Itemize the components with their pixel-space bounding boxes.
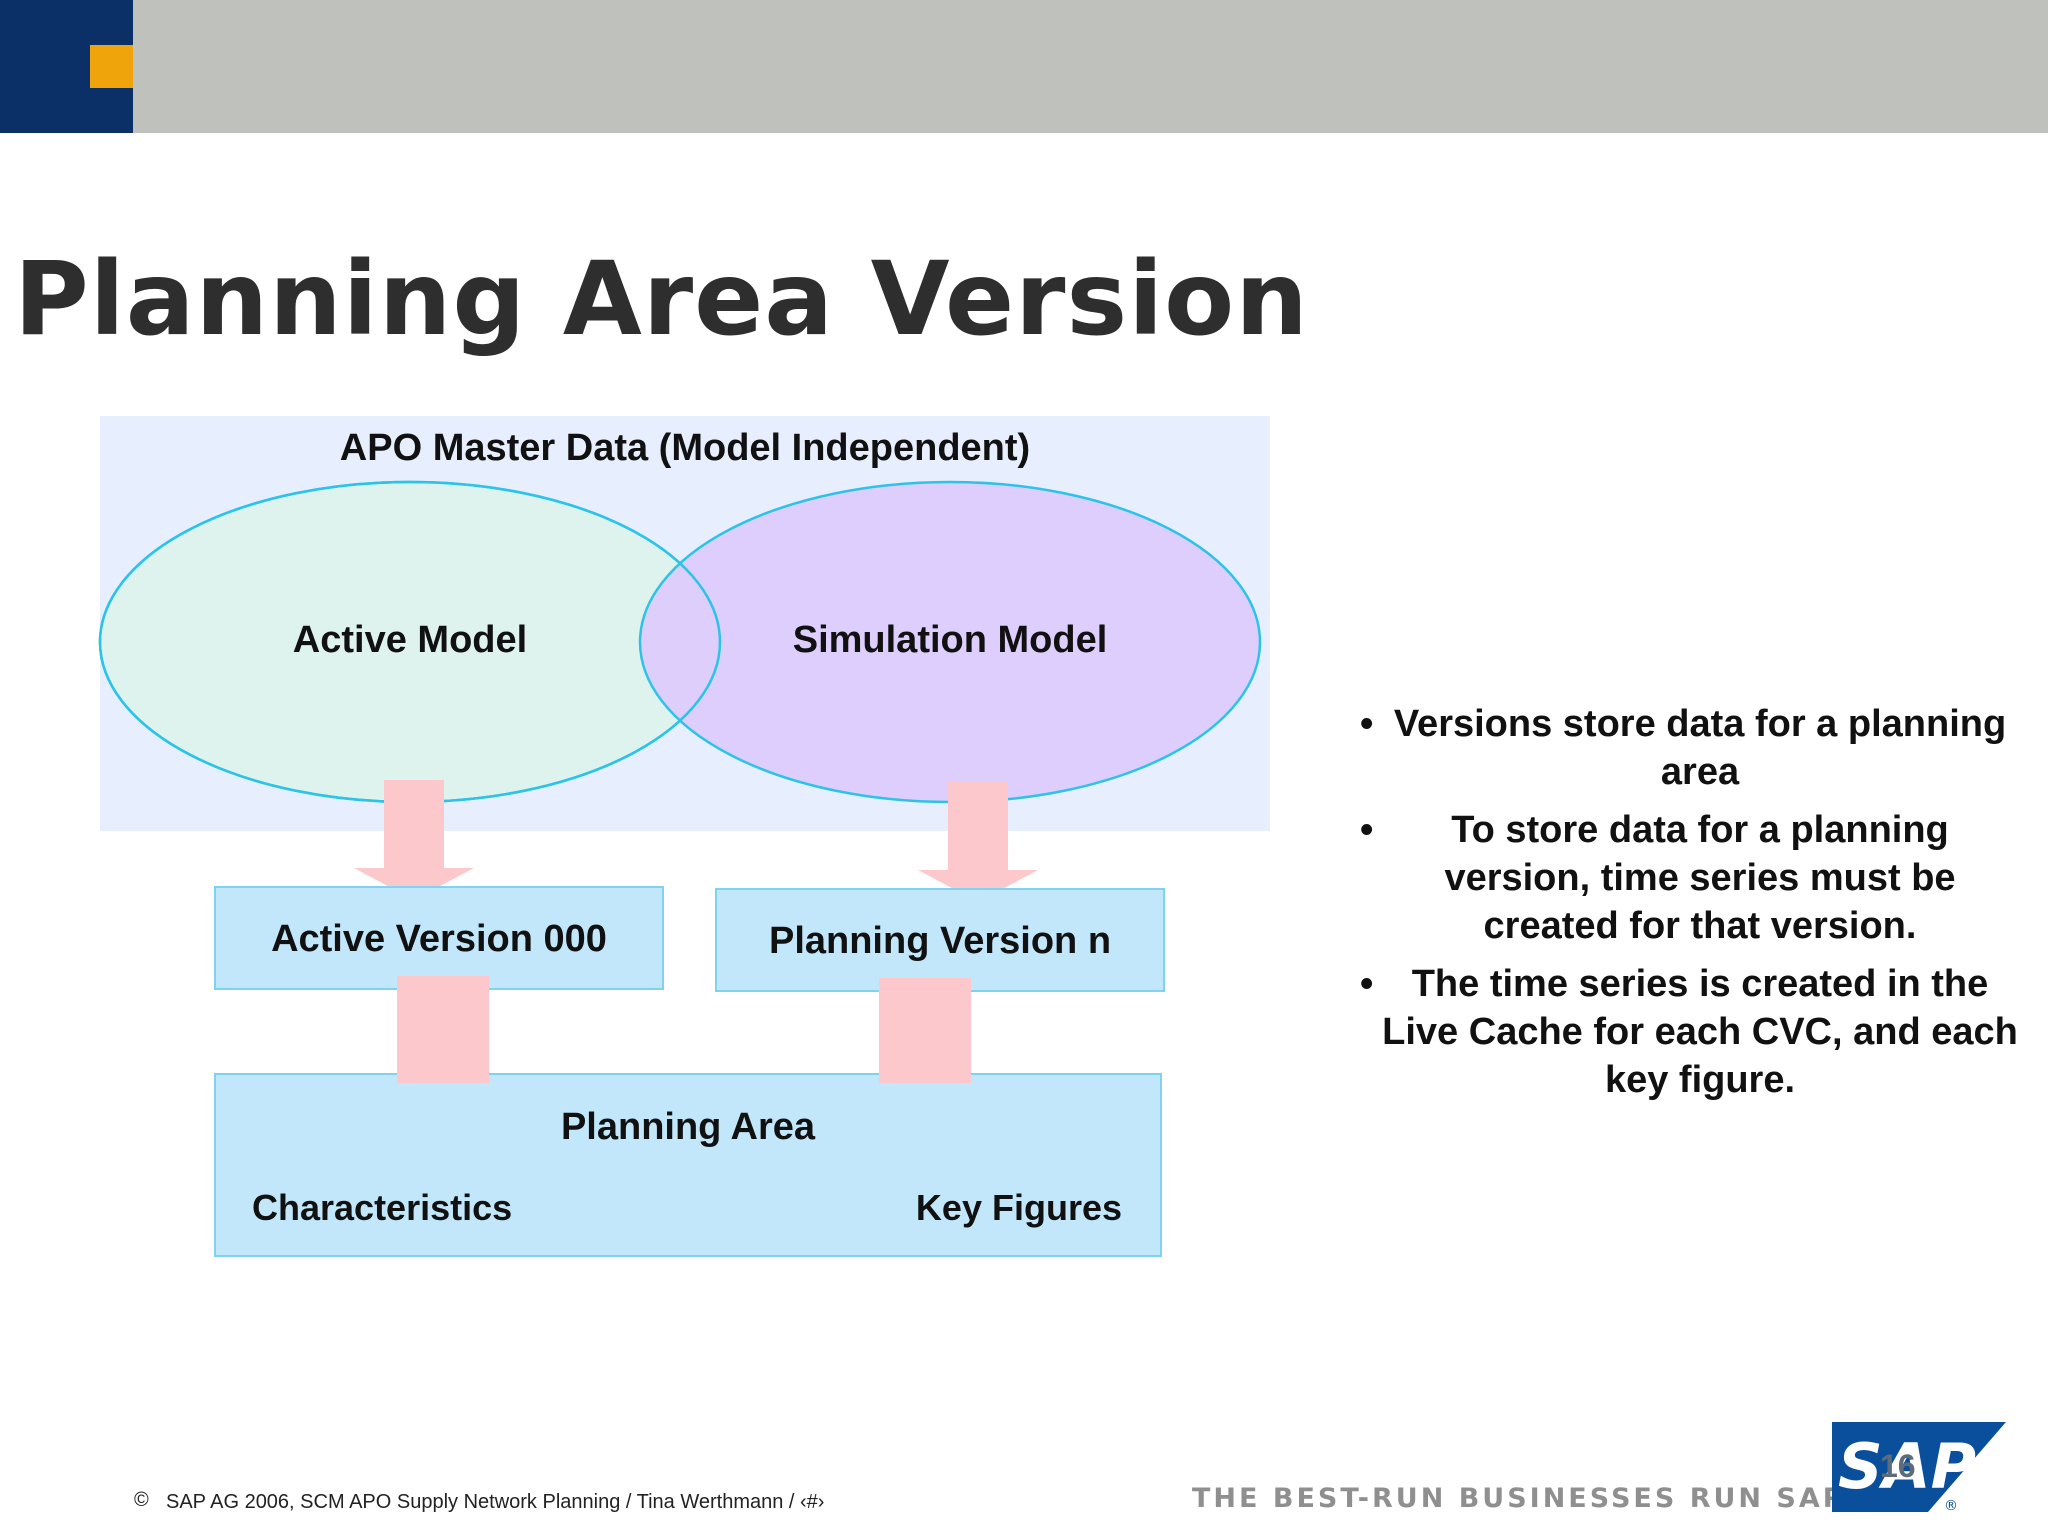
key-figures-label: Key Figures: [915, 1187, 1122, 1228]
footer-tagline: THE BEST-RUN BUSINESSES RUN SAP™: [1192, 1483, 1876, 1514]
down-arrow-active: [354, 780, 474, 900]
logo-registered-mark: ®: [1944, 1498, 1958, 1512]
planning-version-label: Planning Version n: [768, 920, 1112, 962]
bullet-marker: •: [1360, 809, 1374, 851]
bullet-item: • The time series is created in the Live…: [1340, 960, 2020, 1104]
planning-area-box: [214, 1073, 1162, 1257]
bullet-text: To store data for a planning version, ti…: [1444, 809, 1956, 947]
logo-wordmark: SAP: [1838, 1430, 1976, 1503]
bullet-marker: •: [1360, 703, 1374, 745]
header-bar: [0, 0, 2048, 133]
active-model-label: Active Model: [292, 619, 528, 661]
characteristics-label: Characteristics: [252, 1187, 513, 1228]
active-version-label: Active Version 000: [271, 918, 607, 960]
bullet-item: • To store data for a planning version, …: [1340, 806, 2020, 950]
down-arrow-simulation: [918, 782, 1038, 902]
bullet-text: Versions store data for a planning area: [1393, 703, 2007, 793]
bullet-text: The time series is created in the Live C…: [1382, 963, 2018, 1101]
connector-active: [397, 976, 489, 1083]
bullet-item: • Versions store data for a planning are…: [1340, 700, 2020, 796]
planning-version-box: [715, 888, 1165, 992]
slide-title: Planning Area Version: [14, 240, 1309, 359]
planning-area-label: Planning Area: [560, 1106, 816, 1148]
bullet-marker: •: [1360, 963, 1374, 1005]
header-orange-square: [90, 45, 133, 88]
active-version-box: [214, 886, 664, 990]
bullet-list: • Versions store data for a planning are…: [1340, 700, 2020, 1114]
connector-planning: [879, 978, 971, 1083]
footer-copyright-text: SAP AG 2006, SCM APO Supply Network Plan…: [166, 1491, 825, 1513]
master-data-label: APO Master Data (Model Independent): [339, 427, 1031, 469]
page-number: 16: [1880, 1448, 1916, 1484]
copyright-icon: ©: [134, 1489, 149, 1511]
sap-logo-icon: SAP ®: [1832, 1422, 2006, 1512]
simulation-model-label: Simulation Model: [792, 619, 1108, 661]
